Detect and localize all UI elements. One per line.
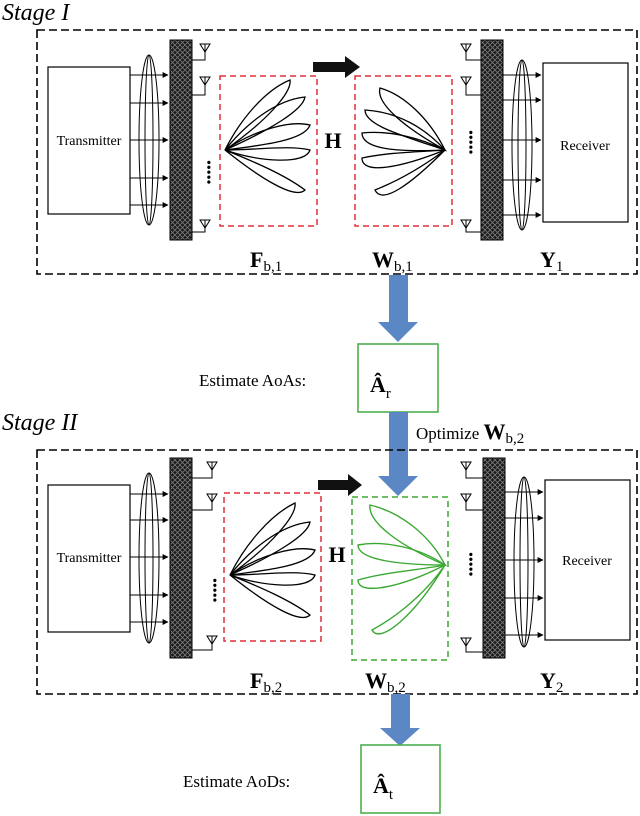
stage2-rx-rf-chains (505, 476, 544, 648)
stage1-transmitter-block (47, 66, 131, 215)
stage1-receiver-label: Receiver (560, 139, 610, 154)
estimate-aod-label: Estimate AoDs: (183, 772, 290, 791)
optimize-label: Optimize Wb,2 (416, 419, 524, 447)
stage1-precoder-label: Fb,1 (250, 247, 282, 275)
stage1-precoder-beams (224, 79, 311, 194)
stage2-channel-symbol: H (328, 542, 345, 567)
flow-arrow-optimize (378, 412, 418, 496)
stage2-rx-antenna-array (460, 461, 483, 653)
stage2-precoder-label: Fb,2 (250, 668, 282, 696)
stage1-rx-rf-chains (503, 59, 542, 231)
stage2-tx-antenna-array (192, 461, 218, 651)
flow-arrow-to-aod (380, 694, 420, 746)
stage1-combiner-beams (361, 87, 448, 196)
stage2-tx-antenna-dots: ••••• (206, 578, 221, 603)
estimate-aoa-label: Estimate AoAs: (199, 371, 306, 390)
stage2-tx-rf-chains (130, 472, 169, 644)
stage1-tx-rf-chains (130, 54, 169, 226)
stage2-receiver-label: Receiver (562, 554, 612, 569)
stage1-channel-symbol: H (324, 128, 341, 153)
stage2-transmitter-label: Transmitter (57, 551, 122, 566)
estimate-aod-symbol: Ât (373, 773, 394, 803)
stage1-tx-antenna-dots: ••••• (200, 160, 215, 185)
stage2-precoder-box (223, 492, 322, 642)
stage2-tx-phase-shifter-network (169, 457, 193, 659)
stage1-precoder-box (219, 75, 318, 227)
stage2-combiner-label: Wb,2 (365, 668, 406, 696)
stage2-combiner-beams (357, 504, 448, 635)
stage1-tx-phase-shifter-network (169, 39, 193, 241)
stage1-frame (36, 29, 638, 275)
stage1-transmitter-label: Transmitter (57, 134, 122, 149)
stage1-rx-antenna-array (460, 43, 481, 233)
stage2-title: Stage II (2, 410, 78, 436)
stage2-forward-arrow (318, 474, 362, 496)
stage2-rx-phase-shifter-network (482, 457, 506, 659)
estimate-aoa-symbol: Âr (370, 372, 391, 402)
stage2-rx-antenna-dots: ••••• (462, 552, 477, 577)
stage2-frame (36, 449, 638, 695)
stage1-combiner-box (354, 75, 453, 227)
stage1-forward-arrow (313, 56, 360, 78)
stage1-combiner-label: Wb,1 (372, 247, 413, 275)
stage1-output-label: Y1 (540, 247, 563, 275)
stage2-precoder-beams (229, 502, 316, 619)
stage1-rx-antenna-dots: ••••• (462, 130, 477, 155)
stage1-rx-phase-shifter-network (480, 39, 504, 241)
flow-arrow-to-aoa (378, 275, 418, 342)
stage1-title: Stage I (2, 0, 70, 26)
estimate-aod-box (360, 744, 441, 814)
stage1-tx-antenna-array (192, 43, 211, 233)
stage2-transmitter-block (47, 484, 131, 633)
stage2-output-label: Y2 (540, 668, 563, 696)
stage1-receiver-block (542, 62, 629, 223)
stage2-receiver-block (544, 479, 631, 641)
